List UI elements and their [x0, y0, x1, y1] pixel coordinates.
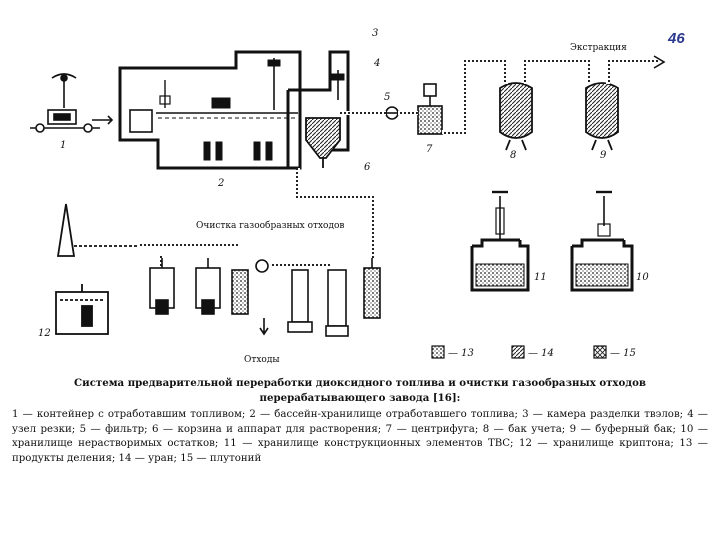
label-12: 12: [38, 328, 51, 339]
legend-swatch-fission-products: [431, 345, 445, 359]
process-flow-diagram: Экстракция Очистка газообразных отходов …: [30, 28, 666, 365]
discharge-arrow: [259, 318, 269, 336]
absorption-columns: [149, 258, 381, 337]
dissolver: [305, 117, 341, 168]
legend-swatch-plutonium: [593, 345, 607, 359]
legend-label-uranium: — 14: [528, 348, 554, 359]
spent-fuel-container: [30, 73, 114, 133]
label-10: 10: [636, 272, 649, 283]
label-5: 5: [384, 92, 390, 103]
pipelines: [138, 60, 660, 268]
accounting-tank: [499, 82, 533, 151]
label-discharge: Отходы: [244, 355, 280, 365]
legend-label-plutonium: — 15: [610, 348, 636, 359]
caption-body: 1 — контейнер с отработавшим топливом; 2…: [12, 409, 708, 464]
label-6: 6: [364, 162, 371, 173]
legend-swatch-uranium: [511, 345, 525, 359]
label-extraction: Экстракция: [570, 43, 627, 53]
centrifuge: [417, 83, 443, 135]
label-11: 11: [534, 272, 547, 283]
label-gas-cleaning: Очистка газообразных отходов: [196, 220, 345, 231]
label-9: 9: [600, 150, 607, 161]
krypton-storage: [55, 284, 109, 335]
structural-elements-storage: [470, 190, 530, 292]
label-3: 3: [372, 28, 378, 39]
stack-chimney: [56, 203, 138, 257]
label-1: 1: [60, 140, 66, 151]
cutting-cell: [286, 50, 350, 168]
filter: [385, 106, 399, 120]
caption-title: Система предварительной переработки диок…: [74, 377, 646, 404]
figure-caption: Система предварительной переработки диок…: [12, 376, 708, 467]
label-8: 8: [510, 150, 516, 161]
legend-label-fission-products: — 13: [448, 348, 474, 359]
label-4: 4: [373, 58, 380, 69]
extraction-arrow: [653, 55, 666, 69]
label-2: 2: [217, 178, 224, 189]
insoluble-residue-storage: [570, 190, 634, 292]
slide-number: 46: [668, 30, 685, 47]
label-7: 7: [426, 144, 433, 155]
storage-pool: [118, 50, 302, 170]
buffer-tank: [585, 82, 619, 151]
